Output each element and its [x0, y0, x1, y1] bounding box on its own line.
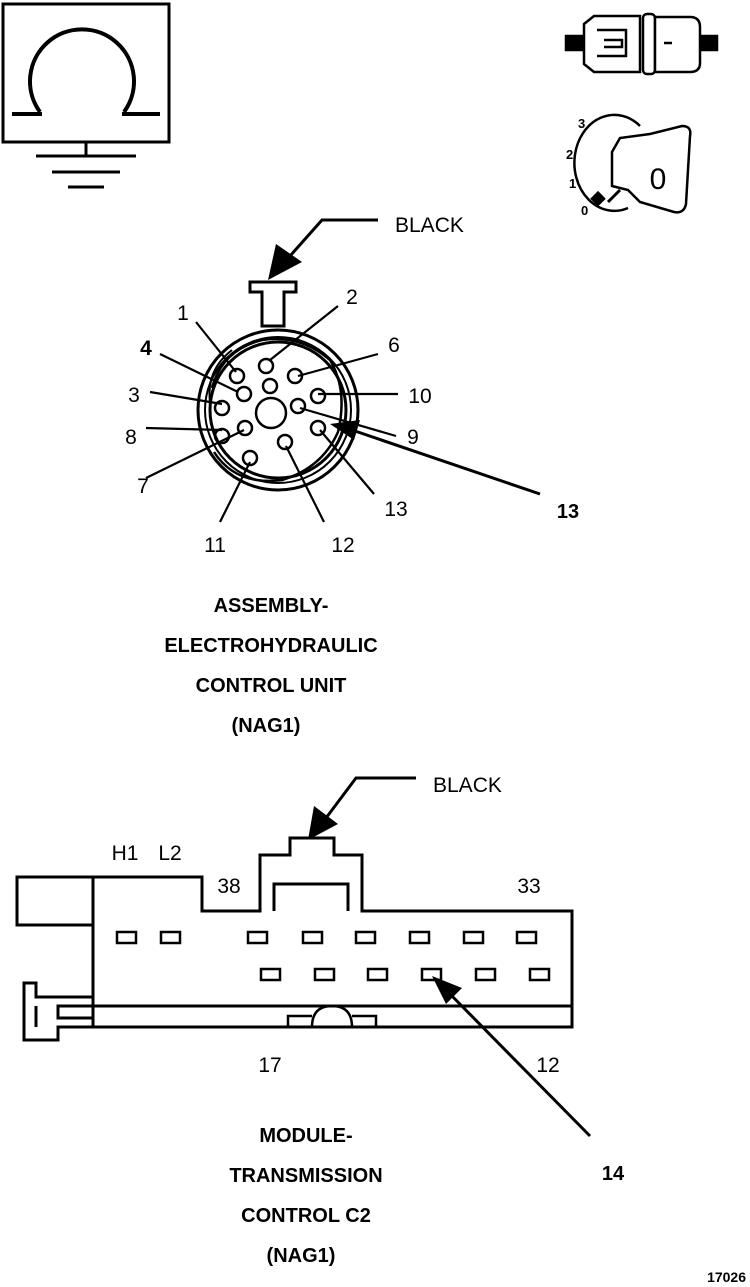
c2-label-17: 17 [258, 1054, 281, 1077]
figure-id: 17026 [707, 1269, 746, 1285]
c2-label-12: 12 [536, 1054, 559, 1077]
round-connector-face [196, 280, 360, 492]
ignition-position-3: 3 [578, 116, 585, 131]
c1-pin-label-12: 12 [331, 534, 354, 557]
c2-callout-label: 14 [602, 1163, 625, 1185]
c1-callout-label: 13 [557, 501, 579, 523]
ignition-key-label: 0 [650, 163, 667, 196]
c1-pin-label-8: 8 [125, 426, 137, 449]
c1-pin-label-9: 9 [407, 426, 419, 449]
c1-pin-label-4: 4 [140, 337, 152, 360]
c2-label-l2: L2 [158, 842, 181, 865]
c2-title-line-3: CONTROL C2 [241, 1205, 371, 1227]
c2-label-h1: H1 [112, 842, 139, 865]
c1-title-line-1: ASSEMBLY- [214, 595, 329, 617]
c2-title-line-2: TRANSMISSION [229, 1165, 382, 1187]
c2-title-line-4: (NAG1) [267, 1245, 336, 1267]
c1-callout-arrow [330, 420, 541, 496]
ignition-position-0: 0 [581, 203, 588, 218]
c2-color-label: BLACK [433, 774, 502, 797]
rectangular-connector-body [15, 836, 574, 1042]
c2-black-callout: BLACK [308, 774, 502, 840]
ohm-ground-icon [1, 2, 171, 189]
c2-title-line-1: MODULE- [259, 1125, 352, 1147]
c1-color-label: BLACK [395, 214, 464, 237]
ignition-key-icon: 0 3 2 1 0 [566, 113, 692, 218]
c1-pin-label-7: 7 [137, 475, 149, 498]
c1-title-line-3: CONTROL UNIT [196, 675, 347, 697]
c1-title-line-2: ELECTROHYDRAULIC [164, 635, 377, 657]
ignition-position-1: 1 [569, 176, 576, 191]
c2-label-33: 33 [517, 875, 540, 898]
c1-pin-label-6: 6 [388, 334, 400, 357]
c1-pin-label-3: 3 [128, 384, 140, 407]
c1-black-callout: BLACK [268, 214, 464, 280]
connector-plug-icon [564, 12, 719, 76]
c2-label-38: 38 [217, 875, 240, 898]
c1-pin-label-13: 13 [384, 498, 407, 521]
c1-pin-label-2: 2 [346, 286, 358, 309]
ignition-position-2: 2 [566, 147, 573, 162]
c1-pin-label-11: 11 [204, 534, 226, 557]
c1-pin-label-10: 10 [408, 385, 431, 408]
c1-title-line-4: (NAG1) [232, 715, 301, 737]
c2-callout-arrow [432, 976, 592, 1138]
c1-pin-label-1: 1 [177, 302, 189, 325]
c1-pin-leader-lines [145, 305, 398, 523]
